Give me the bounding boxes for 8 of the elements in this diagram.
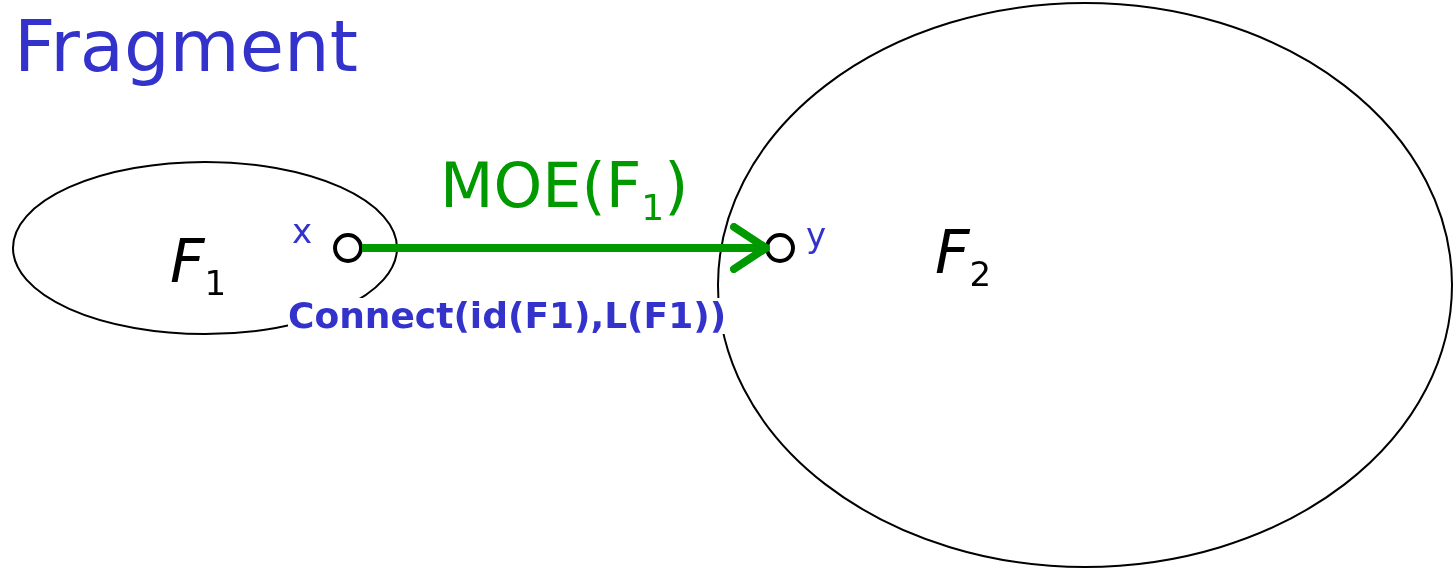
fragment-name: F$_{2}$ [935,222,992,291]
fragment-name: F$_{1}$ [170,231,227,300]
node-circle [766,234,794,262]
arrow [362,223,770,273]
node-label: y [806,218,827,252]
annotation-text: Connect(id(F1),L(F1)) [288,298,727,334]
node-circle [334,234,362,262]
node-label: x [292,214,313,248]
